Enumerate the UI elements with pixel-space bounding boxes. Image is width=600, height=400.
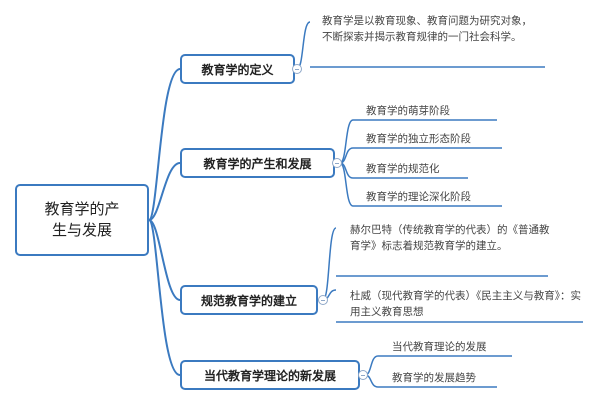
leaf-item[interactable]: 教育学的独立形态阶段 — [366, 133, 471, 145]
leaf-item[interactable]: 教育学的萌芽阶段 — [366, 105, 450, 117]
collapse-toggle-icon[interactable] — [358, 370, 368, 380]
root-to-branch-2 — [148, 162, 181, 221]
branch-definition[interactable]: 教育学的定义 — [180, 54, 295, 84]
collapse-toggle-icon[interactable] — [292, 64, 302, 74]
branch-label: 规范教育学的建立 — [200, 293, 297, 308]
branch-label: 当代教育学理论的新发展 — [203, 368, 336, 383]
leaf-item[interactable]: 教育学的理论深化阶段 — [366, 191, 471, 203]
leaf-item[interactable]: 教育学的发展趋势 — [392, 372, 476, 384]
root-to-branch-4 — [148, 219, 181, 376]
note-dewey: 杜威（现代教育学的代表）《民主主义与教育》：实用主义教育思想 — [350, 290, 581, 318]
collapse-toggle-icon[interactable] — [332, 158, 342, 168]
branch-label: 教育学的产生和发展 — [203, 156, 312, 171]
branch-3-to-note-1 — [322, 227, 337, 301]
root-to-branch-1 — [148, 68, 181, 221]
collapse-toggle-icon[interactable] — [318, 295, 328, 305]
root-topic-label: 教育学的产生与发展 — [44, 200, 120, 239]
note-herbart: 赫尔巴特（传统教育学的代表）的《普通教育学》标志着规范教育学的建立。 — [350, 224, 550, 252]
branch-1-to-note — [296, 21, 311, 70]
root-to-branch-3 — [148, 219, 181, 301]
leaf-item[interactable]: 当代教育理论的发展 — [392, 341, 487, 353]
branch-normative-pedagogy[interactable]: 规范教育学的建立 — [180, 285, 318, 315]
branch-origin-development[interactable]: 教育学的产生和发展 — [180, 148, 335, 178]
note-definition: 教育学是以教育现象、教育问题为研究对象，不断探索并揭示教育规律的一门社会科学。 — [322, 15, 532, 43]
leaf-item[interactable]: 教育学的规范化 — [366, 163, 440, 175]
branch-contemporary-development[interactable]: 当代教育学理论的新发展 — [180, 360, 360, 390]
branch-label: 教育学的定义 — [201, 62, 274, 77]
root-topic[interactable]: 教育学的产生与发展 — [15, 184, 149, 256]
